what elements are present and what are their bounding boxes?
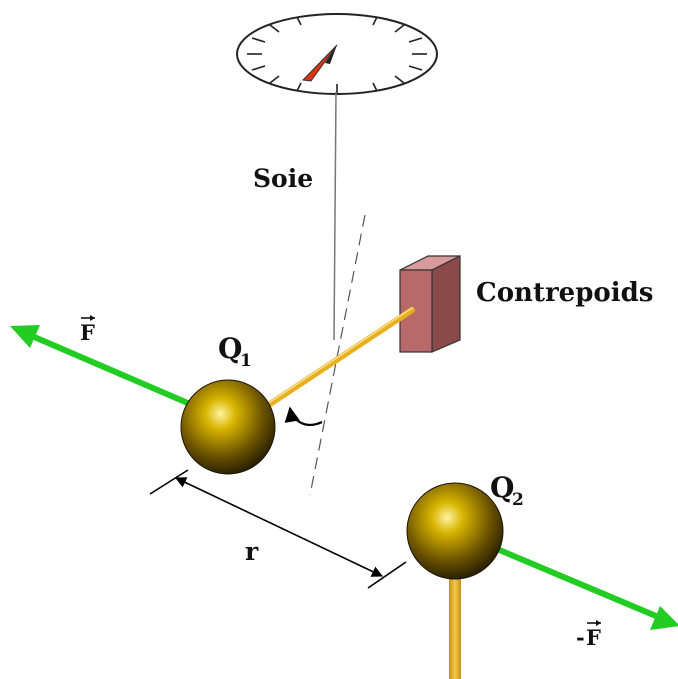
sphere-q2	[406, 482, 504, 580]
dial-needle	[301, 44, 338, 82]
force-f-letter: F	[80, 320, 95, 345]
force-neg-f-letter: F	[586, 625, 601, 650]
charge-q1-subscript: 1	[240, 351, 252, 371]
charge-label-q1: Q 1	[218, 332, 252, 371]
force-arrow-neg-f	[488, 543, 678, 630]
dial-ticks	[247, 16, 427, 94]
distance-label-r: r	[245, 537, 259, 566]
sphere-q2-post	[449, 575, 461, 679]
force-label-neg-f: - F	[576, 620, 601, 650]
dial-needle-tip	[325, 45, 337, 64]
charge-q2-subscript: 2	[512, 490, 524, 510]
force-label-f: F	[80, 315, 95, 345]
sphere-q1	[180, 379, 276, 475]
charge-q1-letter: Q	[218, 332, 242, 365]
force-neg-sign: -	[576, 625, 585, 650]
force-arrow-f	[10, 325, 192, 407]
torsion-rod	[255, 307, 415, 415]
charge-label-q2: Q 2	[490, 471, 524, 510]
dial-face	[236, 13, 438, 95]
counterweight-label: Contrepoids	[476, 278, 653, 308]
silk-thread	[333, 91, 337, 341]
distance-indicator	[149, 469, 407, 589]
reference-dashed-line	[309, 214, 366, 496]
angle-arc	[284, 406, 323, 426]
silk-label: Soie	[253, 164, 313, 193]
dial	[236, 13, 438, 95]
counterweight-block	[399, 255, 461, 353]
charge-q2-letter: Q	[490, 471, 514, 504]
